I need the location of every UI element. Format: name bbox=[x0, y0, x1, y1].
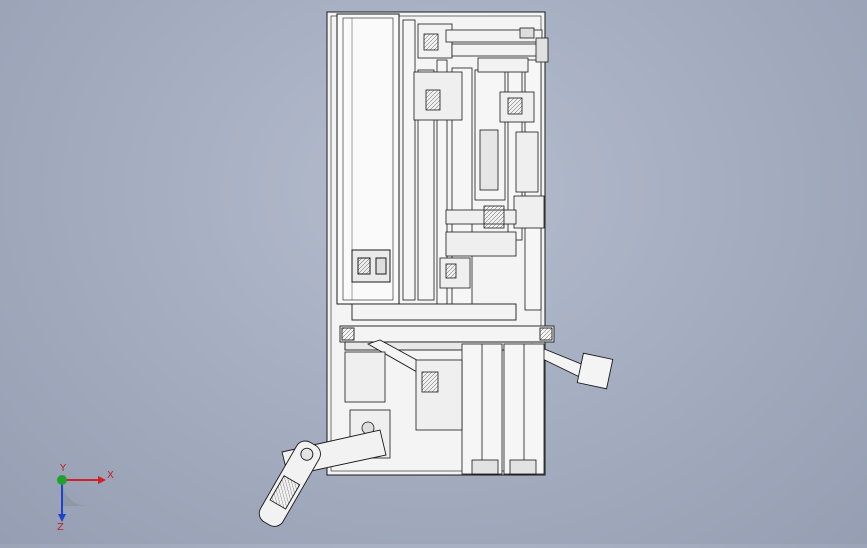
y-axis-label: Y bbox=[59, 463, 67, 474]
cross-beam bbox=[339, 303, 555, 351]
left-column bbox=[336, 13, 400, 305]
x-axis-arrow bbox=[98, 476, 106, 484]
x-axis-label: X bbox=[107, 470, 114, 481]
coordinate-triad: X Y Z bbox=[40, 462, 120, 533]
triad-graphic: X Y Z bbox=[57, 463, 114, 533]
triad-quadrant bbox=[61, 480, 86, 506]
z-axis-label: Z bbox=[57, 522, 64, 532]
z-axis-arrow bbox=[58, 514, 66, 522]
lower-rails bbox=[461, 343, 545, 475]
rotated-cylinder bbox=[258, 429, 387, 527]
motor-blocks bbox=[413, 71, 545, 289]
y-axis-dot bbox=[57, 475, 67, 485]
lower-assemblies bbox=[344, 351, 463, 459]
top-carriage bbox=[417, 23, 549, 73]
